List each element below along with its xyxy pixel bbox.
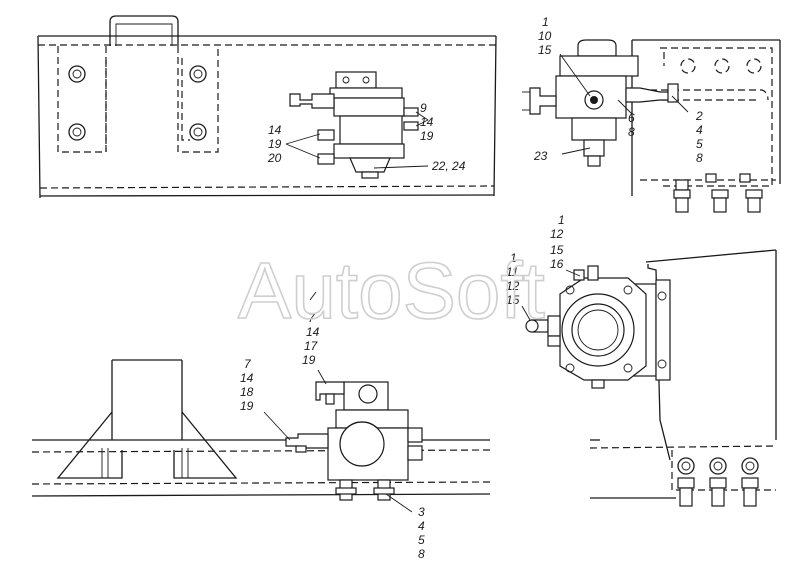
- callout-c-17: 17: [304, 339, 319, 353]
- callout-d-1: 1: [558, 213, 565, 227]
- view-b-top-right: 1 10 15 6 8 2 4 5 8 23: [522, 15, 781, 213]
- callout-b-8: 8: [628, 125, 635, 139]
- valve-assembly-d: [525, 265, 671, 389]
- callout-c-7-upper: 7: [308, 311, 316, 325]
- callout-b-10: 10: [538, 29, 552, 43]
- callout-c-5: 5: [418, 533, 425, 547]
- callout-c-18: 18: [240, 385, 254, 399]
- valve-assembly-b: [522, 39, 679, 167]
- leaders-view-a: [285, 111, 429, 169]
- valve-assembly-c: [285, 381, 423, 501]
- bolts-view-b: [673, 173, 763, 213]
- callout-b-5: 5: [696, 137, 703, 151]
- callout-c-14-lower: 14: [240, 371, 254, 385]
- callout-d-11: 11: [506, 265, 518, 279]
- bracket-bottom-left: [56, 359, 238, 479]
- callout-a-19: 19: [420, 129, 434, 143]
- callout-b-2: 2: [695, 109, 703, 123]
- callout-c-19-lower: 19: [240, 399, 254, 413]
- callout-a-14: 14: [420, 115, 434, 129]
- callout-b-23: 23: [533, 149, 548, 163]
- leaders-view-b: [559, 53, 689, 155]
- callout-c-19-upper: 19: [302, 353, 316, 367]
- view-c-bottom-left: 7 14 17 19 7 14 18 19 3 4 5 8: [31, 291, 491, 561]
- callout-c-8: 8: [418, 547, 425, 561]
- frame-bracket-top-right: [631, 39, 781, 196]
- mounting-plate-left: [57, 46, 107, 153]
- callout-d-16: 16: [550, 257, 564, 271]
- callout-a-22-24: 22, 24: [431, 159, 466, 173]
- u-bracket: [109, 15, 179, 46]
- view-a-top-left: 9 14 19 14 19 20 22, 24: [37, 15, 497, 199]
- callout-c-3: 3: [418, 505, 425, 519]
- callout-c-14-upper: 14: [306, 325, 320, 339]
- callout-d-12: 12: [550, 227, 564, 241]
- frame-rail-top-left: [37, 35, 497, 199]
- callout-a-9: 9: [420, 101, 427, 115]
- callout-c-4: 4: [418, 519, 425, 533]
- frame-bracket-bottom-right: [589, 249, 777, 507]
- callout-d-15: 15: [550, 243, 564, 257]
- callout-b-4: 4: [696, 123, 703, 137]
- callout-d-15-left: 15: [506, 293, 520, 307]
- view-d-bottom-right: 1 12 15 16 1 11 12 15: [506, 213, 777, 507]
- mounting-plate-right: [177, 46, 219, 153]
- callout-b-6: 6: [628, 111, 635, 125]
- callout-b-8-right: 8: [696, 151, 703, 165]
- valve-assembly-a: [289, 71, 419, 179]
- callout-b-1: 1: [542, 15, 549, 29]
- callout-a-20: 20: [267, 151, 282, 165]
- callout-a-19-left: 19: [268, 137, 282, 151]
- callout-d-1-left: 1: [510, 251, 517, 265]
- leaders-view-c: [263, 291, 413, 513]
- leaders-view-d: [521, 269, 581, 321]
- callout-c-7-lower: 7: [244, 357, 252, 371]
- callout-a-14-left: 14: [268, 123, 282, 137]
- watermark-text: AutoSoft: [238, 246, 545, 335]
- callout-b-15: 15: [538, 43, 552, 57]
- callout-d-12-left: 12: [506, 279, 520, 293]
